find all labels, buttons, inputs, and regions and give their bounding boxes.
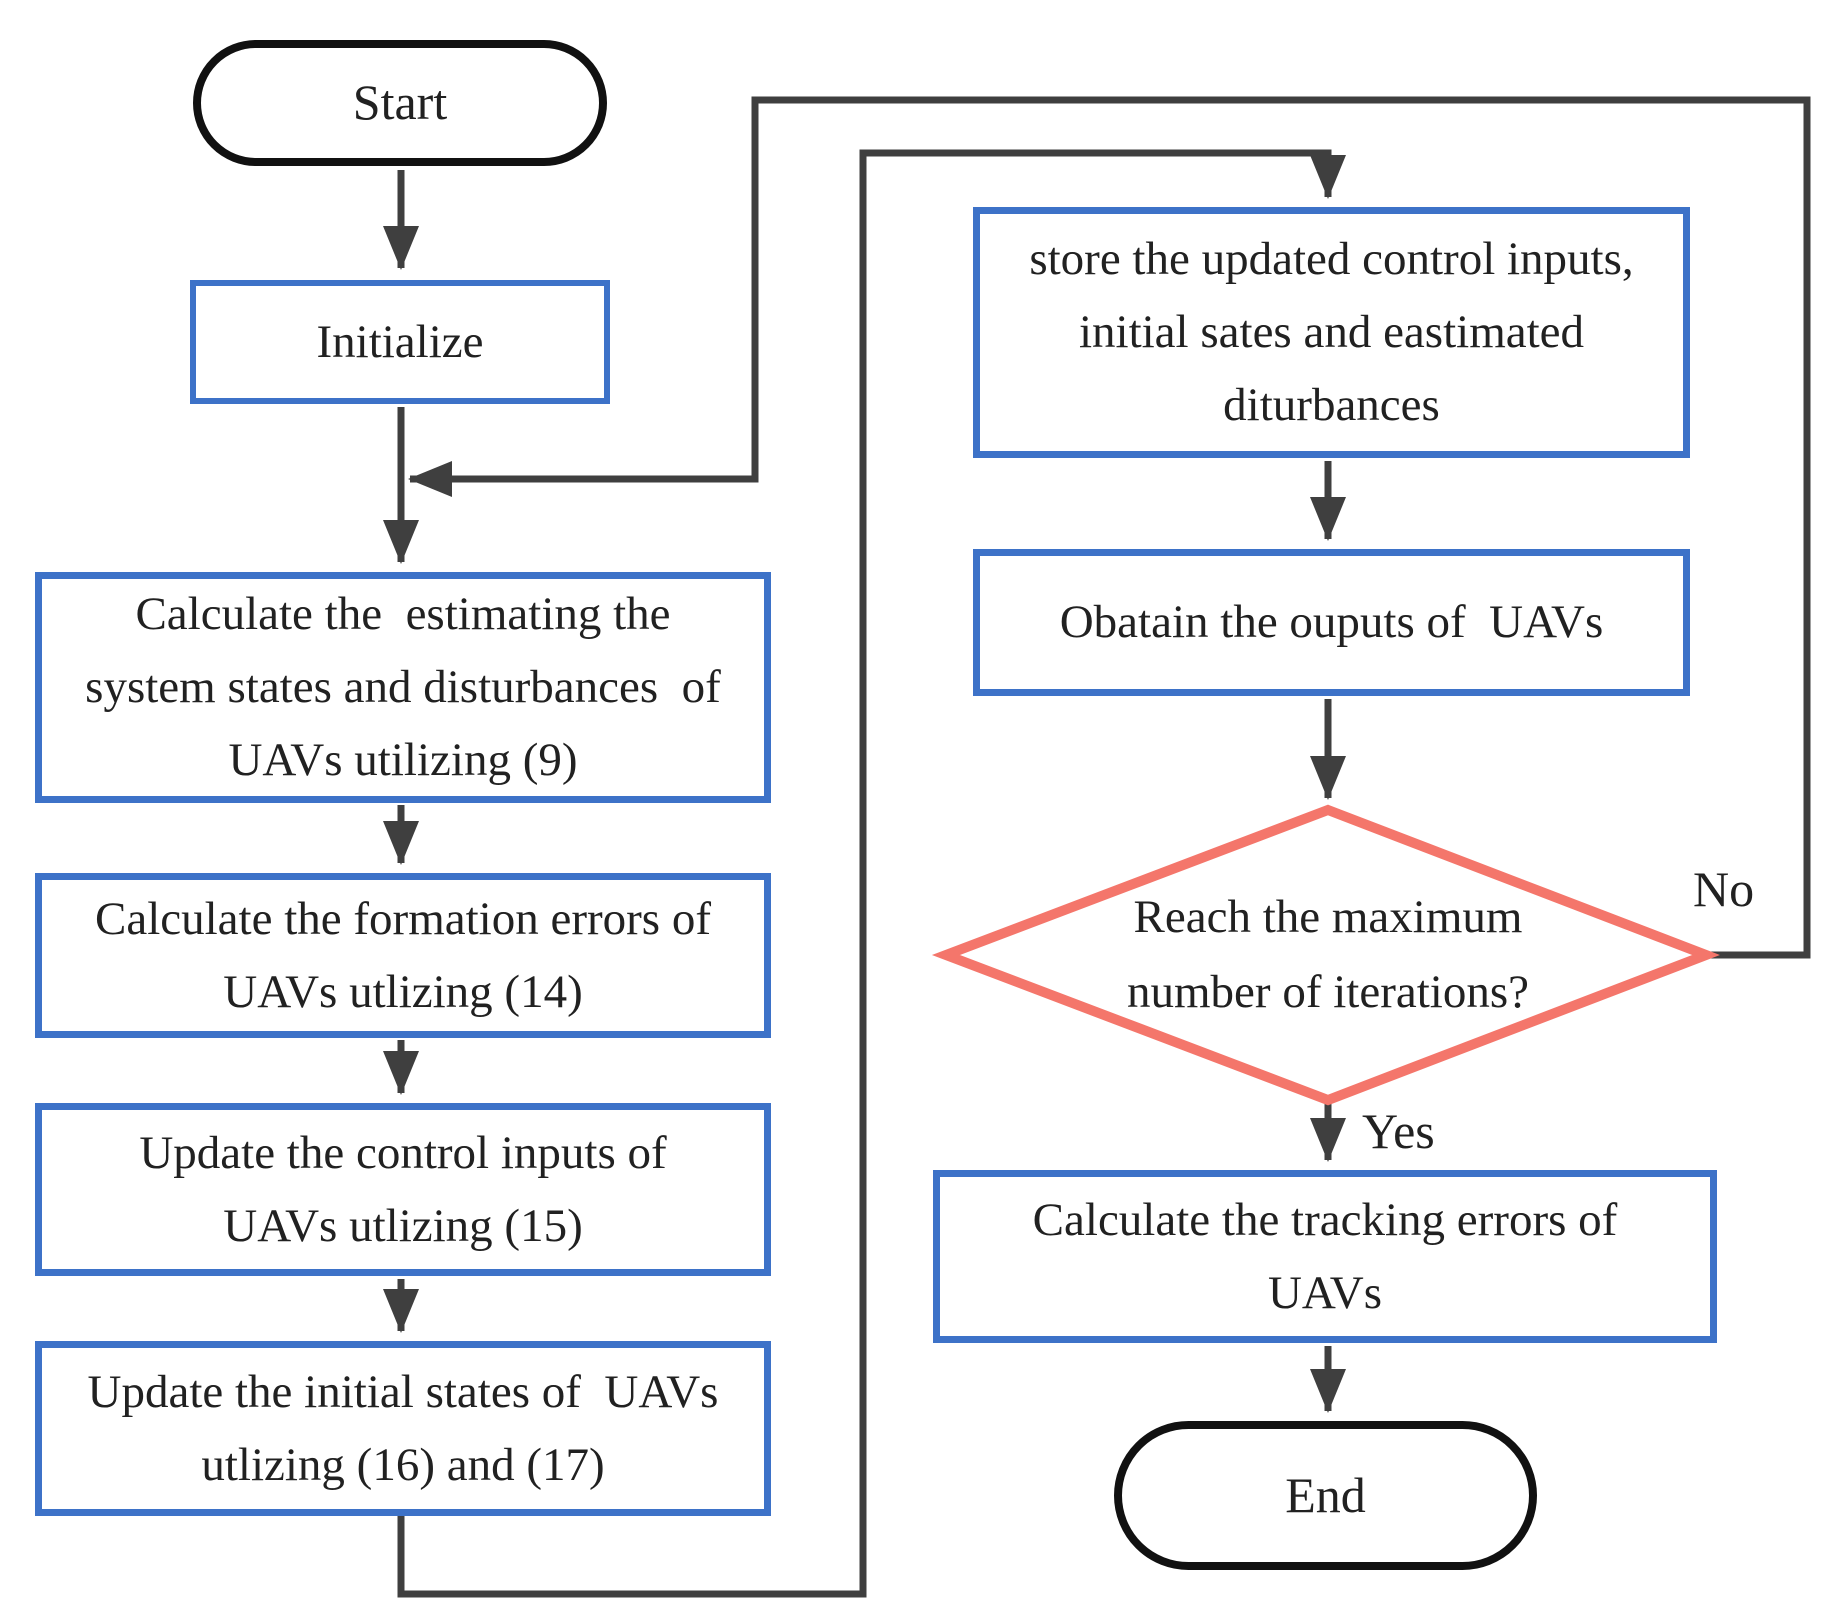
edge-initialstates-to-store bbox=[397, 149, 1346, 1598]
edge-label-no: No bbox=[1693, 861, 1755, 917]
process-estimate-states: Calculate the estimating the system stat… bbox=[35, 572, 771, 803]
edge-label-yes: Yes bbox=[1362, 1103, 1435, 1159]
process-store-updates: store the updated control inputs, initia… bbox=[973, 207, 1690, 458]
decision-line: number of iterations? bbox=[1127, 966, 1529, 1018]
estimate-line: UAVs utilizing (9) bbox=[228, 733, 578, 786]
decision-label: Reach the maximum number of iterations? bbox=[1003, 860, 1653, 1050]
start-terminal: Start bbox=[193, 40, 607, 166]
store-line: store the updated control inputs, bbox=[1029, 233, 1634, 286]
formation-line: UAVs utlizing (14) bbox=[223, 965, 583, 1018]
end-terminal: End bbox=[1114, 1421, 1537, 1570]
control-line: Update the control inputs of bbox=[139, 1126, 667, 1179]
initialize-label: Initialize bbox=[316, 315, 484, 368]
start-label: Start bbox=[352, 74, 448, 131]
edge-no-loopback bbox=[408, 96, 1811, 959]
formation-line: Calculate the formation errors of bbox=[95, 892, 711, 945]
initialstates-line: Update the initial states of UAVs bbox=[87, 1365, 719, 1418]
control-line: UAVs utlizing (15) bbox=[223, 1199, 583, 1252]
store-line: initial sates and eastimated bbox=[1078, 306, 1585, 359]
estimate-line: Calculate the estimating the bbox=[135, 588, 671, 641]
tracking-line: Calculate the tracking errors of bbox=[1032, 1193, 1618, 1246]
process-control-inputs: Update the control inputs of UAVs utlizi… bbox=[35, 1103, 771, 1276]
process-initialize: Initialize bbox=[190, 280, 610, 404]
end-label: End bbox=[1285, 1466, 1366, 1523]
decision-diamond bbox=[931, 804, 1720, 1106]
process-initial-states: Update the initial states of UAVs utlizi… bbox=[35, 1341, 771, 1516]
tracking-line: UAVs bbox=[1267, 1266, 1383, 1319]
decision-line: Reach the maximum bbox=[1133, 890, 1523, 943]
process-formation-errors: Calculate the formation errors of UAVs u… bbox=[35, 873, 771, 1038]
process-obtain-outputs: Obatain the ouputs of UAVs bbox=[973, 549, 1690, 696]
process-tracking-errors: Calculate the tracking errors of UAVs bbox=[933, 1170, 1717, 1343]
store-line: diturbances bbox=[1223, 378, 1440, 431]
initialstates-line: utlizing (16) and (17) bbox=[201, 1438, 605, 1491]
obtain-label: Obatain the ouputs of UAVs bbox=[1059, 596, 1604, 649]
estimate-line: system states and disturbances of bbox=[85, 661, 721, 714]
